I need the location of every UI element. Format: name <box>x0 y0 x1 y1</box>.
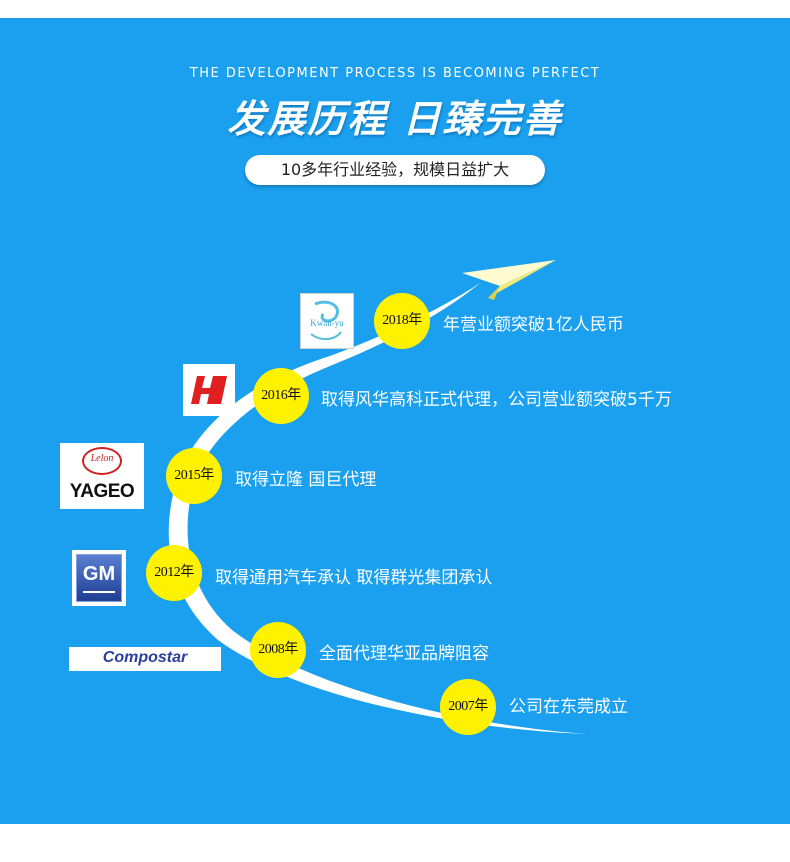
milestone-2012-text: 取得通用汽车承认 取得群光集团承认 <box>215 568 493 588</box>
fenghua-logo <box>183 364 235 416</box>
milestone-2016-year: 2016年 <box>253 368 309 424</box>
gm-badge: GM <box>76 554 122 602</box>
compostar-logo-text: Compostar <box>102 649 188 666</box>
yageo-logo-text: YAGEO <box>69 481 135 502</box>
compostar-logo: Compostar <box>69 647 221 671</box>
english-subtitle: THE DEVELOPMENT PROCESS IS BECOMING PERF… <box>189 66 601 81</box>
lelon-logo-text: Lelon <box>90 453 114 464</box>
lelon-yageo-logo: Lelon YAGEO <box>60 443 144 509</box>
timeline-swoosh <box>168 283 588 734</box>
tagline-pill: 10多年行业经验，规模日益扩大 <box>245 155 545 185</box>
milestone-2015-text: 取得立隆 国巨代理 <box>235 470 377 490</box>
paper-plane-icon <box>462 260 556 300</box>
milestone-2008-text: 全面代理华亚品牌阻容 <box>319 644 489 664</box>
milestone-2016-text: 取得风华高科正式代理，公司营业额突破5千万 <box>321 390 672 410</box>
timeline-panel: THE DEVELOPMENT PROCESS IS BECOMING PERF… <box>0 18 790 824</box>
page-title: 发展历程 日臻完善 <box>227 97 563 141</box>
milestone-2018-text: 年营业额突破1亿人民币 <box>443 315 624 335</box>
milestone-2007-text: 公司在东莞成立 <box>509 697 628 717</box>
milestone-2012-year: 2012年 <box>146 545 202 601</box>
milestone-2007-year: 2007年 <box>440 679 496 735</box>
kwanyu-swirl-icon <box>310 300 342 340</box>
gm-logo-text: GM <box>82 563 116 585</box>
kwanyu-logo: Kwan-yu <box>300 293 354 349</box>
gm-logo: GM <box>72 550 126 606</box>
milestone-2015-year: 2015年 <box>166 448 222 504</box>
timeline-curve <box>168 260 588 734</box>
lelon-badge <box>82 447 122 475</box>
milestone-2008-year: 2008年 <box>250 622 306 678</box>
kwanyu-logo-text: Kwan-yu <box>310 318 344 328</box>
fenghua-mark-icon <box>191 376 227 404</box>
milestone-2018-year: 2018年 <box>374 293 430 349</box>
